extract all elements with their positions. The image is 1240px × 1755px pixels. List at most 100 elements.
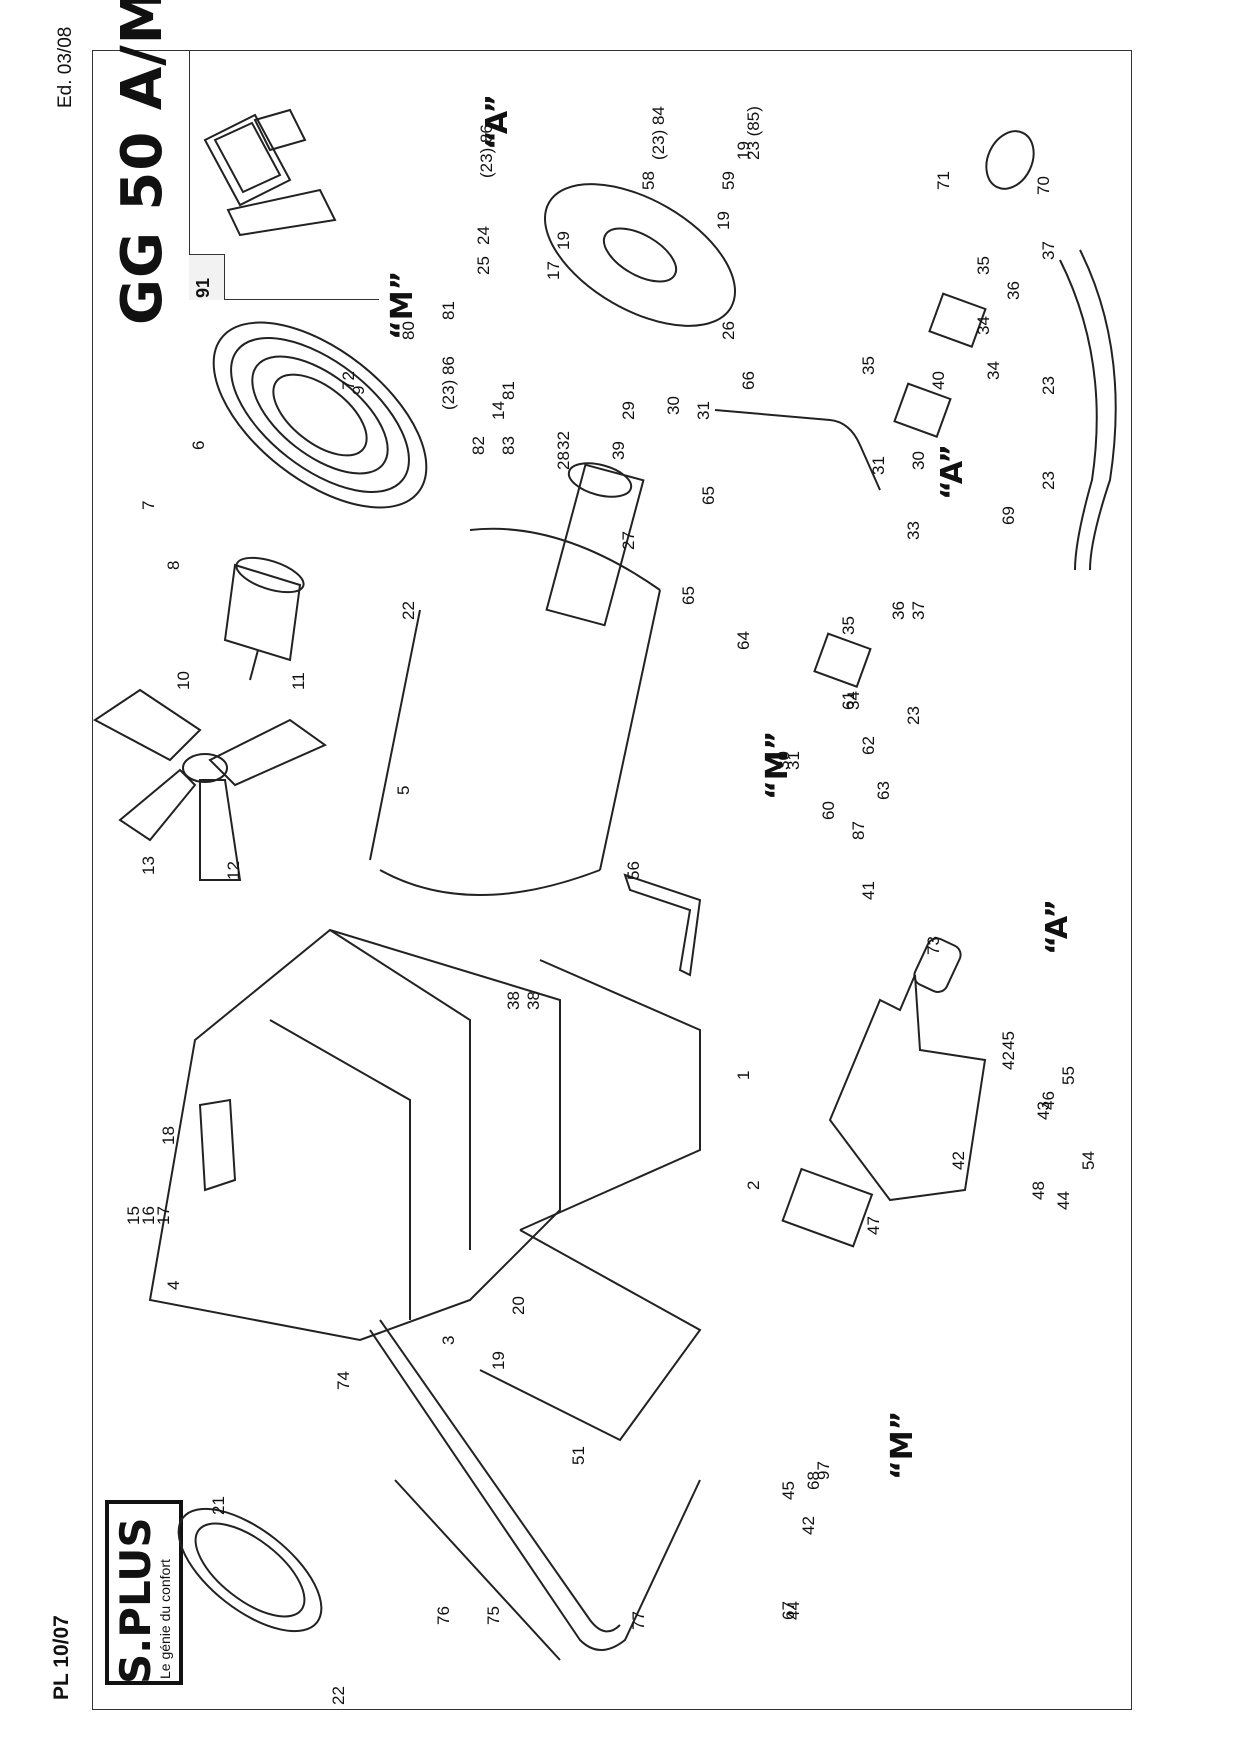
part-callout: 40 bbox=[929, 371, 948, 390]
part-callout: 23 (85) bbox=[744, 106, 763, 160]
part-callout: 48 bbox=[1029, 1181, 1048, 1200]
part-callout: 42 bbox=[949, 1151, 968, 1170]
part-callout: 35 bbox=[859, 356, 878, 375]
part-callout: 30 bbox=[664, 396, 683, 415]
part-callout: 61 bbox=[839, 691, 858, 710]
part-callout: 35 bbox=[974, 256, 993, 275]
part-callout: 20 bbox=[509, 1296, 528, 1315]
drawing-frame bbox=[92, 50, 1132, 1710]
part-callout: 34 bbox=[974, 316, 993, 335]
fan-guard-drawing bbox=[212, 321, 428, 509]
capacitor-drawing bbox=[913, 937, 962, 993]
part-callout: 2 bbox=[744, 1180, 763, 1190]
part-callout: 67 bbox=[779, 1601, 798, 1620]
part-callout: 81 bbox=[439, 301, 458, 320]
part-callout: 45 bbox=[779, 1481, 798, 1500]
part-callout: 55 bbox=[1059, 1066, 1078, 1085]
part-callout: 12 bbox=[224, 861, 243, 880]
part-callout: 81 bbox=[499, 381, 518, 400]
part-callout: 76 bbox=[434, 1606, 453, 1625]
part-callout: 19 bbox=[554, 231, 573, 250]
part-callout: 14 bbox=[489, 401, 508, 420]
variant-group-label: “M” bbox=[760, 730, 795, 800]
part-callout: 65 bbox=[679, 586, 698, 605]
part-callout: 29 bbox=[619, 401, 638, 420]
part-callout: 70 bbox=[1034, 176, 1053, 195]
part-callout: 45 bbox=[999, 1031, 1018, 1050]
motor-drawing bbox=[223, 556, 305, 681]
part-callout: 24 bbox=[474, 226, 493, 245]
part-callout: 74 bbox=[334, 1371, 353, 1390]
part-callout: 64 bbox=[734, 631, 753, 650]
burner-plate-drawing bbox=[544, 183, 736, 327]
part-callout: 77 bbox=[629, 1611, 648, 1630]
bracket-56-drawing bbox=[623, 873, 702, 977]
part-callout: 22 bbox=[329, 1686, 348, 1705]
part-callout: 37 bbox=[1039, 241, 1058, 260]
part-callout: 8 bbox=[164, 560, 183, 570]
part-callout: 17 bbox=[544, 261, 563, 280]
part-callout: 4 bbox=[164, 1280, 183, 1290]
part-callout: 23 bbox=[1039, 376, 1058, 395]
part-callout: 44 bbox=[1054, 1191, 1073, 1210]
part-callout: 65 bbox=[699, 486, 718, 505]
part-callout: 72 bbox=[339, 371, 358, 390]
fan-blade-drawing bbox=[93, 688, 328, 881]
part-callout: 71 bbox=[934, 171, 953, 190]
part-callout: 41 bbox=[859, 881, 878, 900]
combustion-chamber-drawing bbox=[369, 462, 661, 896]
part-callout: 75 bbox=[484, 1606, 503, 1625]
part-callout: 35 bbox=[839, 616, 858, 635]
part-callout: 22 bbox=[399, 601, 418, 620]
part-callout: 42 bbox=[999, 1051, 1018, 1070]
part-callout: (23) 84 bbox=[649, 106, 668, 160]
inset-bracket-drawing bbox=[203, 108, 337, 237]
support-frame-tube-drawing bbox=[369, 1319, 701, 1661]
part-callout: 5 bbox=[394, 785, 413, 795]
part-callout: 1 bbox=[734, 1070, 753, 1080]
part-callout: 83 bbox=[499, 436, 518, 455]
variant-group-label: “A” bbox=[1040, 898, 1075, 955]
part-callout: 60 bbox=[819, 801, 838, 820]
part-callout: 58 bbox=[639, 171, 658, 190]
part-callout: 18 bbox=[159, 1126, 178, 1145]
part-callout: 30 bbox=[909, 451, 928, 470]
part-callout: 27 bbox=[619, 531, 638, 550]
part-callout: 51 bbox=[569, 1446, 588, 1465]
part-callout: 38 bbox=[524, 991, 543, 1010]
part-callout: 82 bbox=[469, 436, 488, 455]
part-callout: 32 bbox=[554, 431, 573, 450]
part-callout: 3 bbox=[439, 1335, 458, 1345]
part-callout: 13 bbox=[139, 856, 158, 875]
part-callout: 87 bbox=[849, 821, 868, 840]
part-callout: 31 bbox=[869, 456, 888, 475]
inset-panel bbox=[189, 50, 379, 300]
part-callout: 73 bbox=[924, 936, 943, 955]
part-callout: 33 bbox=[904, 521, 923, 540]
handle-drawing bbox=[198, 1098, 237, 1192]
part-callout: 37 bbox=[909, 601, 928, 620]
part-callout: 28 bbox=[554, 451, 573, 470]
part-callout: 19 bbox=[714, 211, 733, 230]
part-callout: 54 bbox=[1079, 1151, 1098, 1170]
ignition-unit-drawing bbox=[781, 1167, 874, 1248]
part-callout: 59 bbox=[719, 171, 738, 190]
gas-pipe-drawing bbox=[714, 409, 881, 491]
part-callout: 46 bbox=[1039, 1091, 1058, 1110]
part-callout: 17 bbox=[154, 1206, 173, 1225]
part-callout: 10 bbox=[174, 671, 193, 690]
control-panel-plate-drawing bbox=[828, 974, 987, 1202]
part-callout: 42 bbox=[799, 1516, 818, 1535]
variant-group-label: “A” bbox=[480, 93, 515, 150]
part-callout: 34 bbox=[984, 361, 1003, 380]
part-callout: 38 bbox=[504, 991, 523, 1010]
gas-hose-drawing bbox=[985, 130, 1117, 571]
part-callout: 6 bbox=[189, 440, 208, 450]
part-callout: 69 bbox=[999, 506, 1018, 525]
solenoid-valves-drawing bbox=[813, 292, 987, 688]
part-callout: 39 bbox=[609, 441, 628, 460]
part-callout: 36 bbox=[1004, 281, 1023, 300]
part-callout: 31 bbox=[694, 401, 713, 420]
part-callout: 21 bbox=[209, 1496, 228, 1515]
part-callout: (23) 86 bbox=[439, 356, 458, 410]
